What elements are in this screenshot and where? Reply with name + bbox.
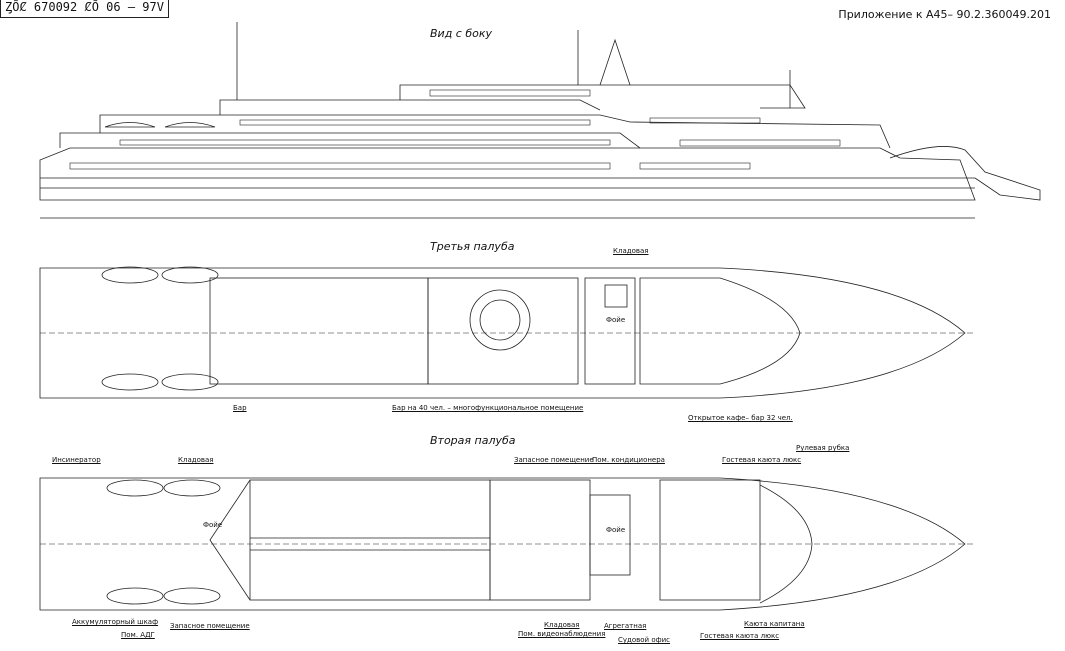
side-windows: [69, 89, 841, 170]
deck3-plan: [39, 266, 975, 399]
deck3-storage: [604, 284, 628, 308]
side-lifeboat-1: [104, 122, 156, 128]
deck3-label-bar: Бар: [233, 404, 247, 412]
deck2-label-battery: Аккумуляторный шкаф: [72, 618, 159, 626]
side-bow-ramp: [889, 146, 1041, 201]
deck2-label-adg: Пом. АДГ: [121, 631, 155, 639]
side-lifeboat-2: [164, 122, 216, 128]
deck3-label-bar40: Бар на 40 чел. – многофункциональное пом…: [392, 404, 584, 412]
sheet-reference: Приложение к А45– 90.2.360049.201: [838, 8, 1051, 21]
deck2-label-cctv: Пом. видеонаблюдения: [518, 630, 606, 638]
deck3-title: Третья палуба: [430, 240, 515, 253]
deck2-label-guest-cabin-top: Гостевая каюта люкс: [722, 456, 802, 464]
deck2-cabins-block-2: [489, 479, 591, 601]
deck2-label-captain-cabin: Каюта капитана: [744, 620, 805, 628]
deck2-label-ship-office: Судовой офис: [618, 636, 671, 644]
deck3-lifeboat-4: [161, 373, 219, 391]
deck3-multipurpose-room: [427, 277, 579, 385]
deck2-outline: [39, 477, 966, 611]
deck2-label-storage-left: Кладовая: [178, 456, 214, 464]
deck3-dance-floor: [469, 289, 531, 351]
deck2-label-foyer-right: Фойе: [606, 526, 626, 534]
deck3-label-foyer: Фойе: [606, 316, 626, 324]
deck2-wheelhouse: [759, 484, 813, 604]
side-radar-mast: [599, 38, 631, 86]
side-view-title: Вид с боку: [430, 27, 493, 40]
deck3-foyer: [584, 277, 636, 385]
side-hull: [39, 147, 976, 201]
deck2-suites: [659, 479, 761, 601]
deck2-lifeboat-4: [163, 587, 221, 605]
deck2-label-spare-room-top: Запасное помещение: [514, 456, 594, 464]
side-deck4: [219, 99, 601, 115]
deck2-lifeboat-3: [106, 587, 164, 605]
side-bridge: [399, 84, 806, 109]
deck2-label-wheelhouse: Рулевая рубка: [796, 444, 850, 452]
deck2-label-spare-room-bottom: Запасное помещение: [170, 622, 250, 630]
deck3-label-storage: Кладовая: [613, 247, 649, 255]
deck3-bar-room: [209, 277, 429, 385]
deck2-label-guest-cabin-bottom: Гостевая каюта люкс: [700, 632, 780, 640]
deck2-label-ac-room: Пом. кондиционера: [592, 456, 665, 464]
side-deck2: [59, 132, 641, 149]
deck3-lifeboat-2: [161, 266, 219, 284]
side-view: [39, 22, 1041, 219]
deck2-cabins-block-1: [249, 479, 491, 601]
deck2-stern-frame: [209, 479, 251, 601]
deck2-plan: [39, 477, 975, 611]
deck2-label-aggregate: Агрегатная: [604, 622, 647, 630]
deck2-title: Вторая палуба: [430, 434, 516, 447]
deck2-label-storage-bottom: Кладовая: [544, 621, 580, 629]
deck2-lifeboat-2: [163, 479, 221, 497]
deck3-lifeboat-3: [101, 373, 159, 391]
deck2-lifeboat-1: [106, 479, 164, 497]
deck3-lifeboat-1: [101, 266, 159, 284]
deck3-open-cafe: [639, 277, 801, 385]
deck2-foyer: [589, 494, 631, 576]
deck3-outline: [39, 267, 966, 399]
document-stamp: ȤȬȻ 670092 ȻȬ 06 – 97V: [0, 0, 169, 18]
deck2-label-incinerator: Инсинератор: [52, 456, 101, 464]
deck2-label-foyer-left: Фойе: [203, 521, 223, 529]
side-deck3: [99, 114, 891, 149]
deck3-label-cafe: Открытое кафе– бар 32 чел.: [688, 414, 793, 422]
